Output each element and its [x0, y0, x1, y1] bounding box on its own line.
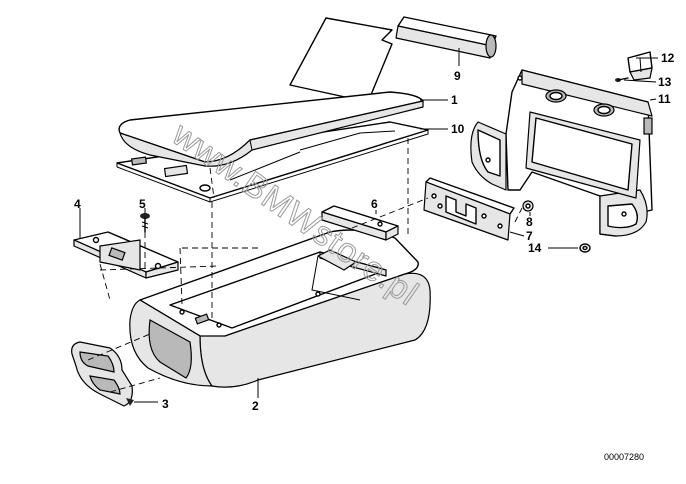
callout-7: 7 — [526, 229, 533, 243]
callout-6: 6 — [371, 197, 378, 211]
part-5-screw — [140, 213, 150, 233]
part-13-screw — [615, 77, 629, 82]
part-4-mounting-plate — [73, 231, 179, 279]
callout-10: 10 — [451, 122, 465, 136]
callout-labels: 1 2 3 4 5 6 7 8 9 10 11 12 13 14 — [74, 51, 675, 413]
callout-14: 14 — [528, 241, 542, 255]
callout-4: 4 — [74, 197, 81, 211]
callout-13: 13 — [658, 75, 672, 89]
leader-lines — [79, 48, 658, 403]
callout-8: 8 — [526, 215, 533, 229]
part-14-washer — [579, 243, 591, 253]
part-9-hinge-bar — [395, 16, 497, 59]
callout-2: 2 — [252, 399, 259, 413]
part-1-lid — [118, 17, 424, 167]
reference-code: 00007280 — [604, 452, 644, 462]
assembly-lines — [87, 138, 523, 393]
callout-12: 12 — [661, 51, 675, 65]
part-12-clip — [627, 51, 653, 81]
callout-11: 11 — [658, 92, 671, 106]
callout-3: 3 — [162, 397, 169, 411]
callout-9: 9 — [454, 69, 461, 83]
part-8-nut — [522, 200, 534, 212]
part-3-front-trim — [71, 341, 134, 407]
callout-5: 5 — [139, 197, 146, 211]
part-11-support-frame — [470, 69, 653, 237]
part-7-hinge-bracket — [423, 177, 515, 241]
part-6-bracket — [321, 205, 399, 241]
callout-1: 1 — [451, 93, 458, 107]
part-2-console-housing — [129, 229, 431, 388]
